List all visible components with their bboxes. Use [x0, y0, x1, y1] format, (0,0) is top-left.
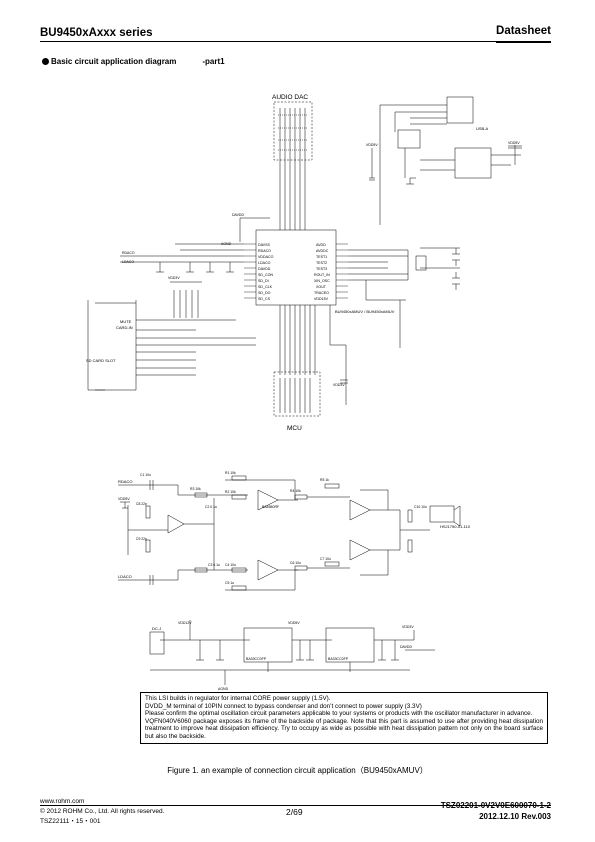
section-part: -part1 — [202, 57, 225, 66]
component-label: R5 1k — [320, 478, 329, 482]
dc-jack-label: DC-J — [152, 626, 161, 631]
svg-text:LDACO: LDACO — [122, 260, 134, 264]
svg-text:SD_CS: SD_CS — [258, 297, 271, 301]
svg-text:VDD3V: VDD3V — [168, 276, 180, 280]
headphone-jack — [429, 505, 455, 523]
main-chip — [255, 229, 337, 306]
doc-id: TSZ02201-0V2V0E600070-1-2 — [440, 801, 551, 810]
header-rule-accent — [496, 42, 551, 43]
application-notes: This LSI builds in regulator for interna… — [140, 692, 548, 744]
series-title: BU9450xAxxx series — [40, 27, 153, 39]
svg-text:RDACO: RDACO — [122, 251, 135, 255]
svg-text:HSJ1750-01-110: HSJ1750-01-110 — [440, 524, 471, 529]
svg-text:DAVSS: DAVSS — [258, 243, 271, 247]
svg-text:VDD3V: VDD3V — [333, 383, 345, 387]
component-label: C2 0.1u — [205, 505, 217, 509]
section-heading: Basic circuit application diagram -part1 — [42, 57, 225, 66]
svg-text:XIN_OSC: XIN_OSC — [314, 279, 330, 283]
component-label: C3 0.1u — [208, 563, 220, 567]
date-revision: 2012.12.10 Rev.003 — [479, 812, 551, 821]
component-label: R1 10k — [225, 471, 236, 475]
audio-dac-box — [273, 101, 313, 161]
svg-text:VDD3V: VDD3V — [402, 625, 414, 629]
footer-url[interactable]: www.rohm.com — [40, 798, 85, 805]
svg-text:TEST2: TEST2 — [316, 261, 327, 265]
component-label: C4 10u — [225, 563, 236, 567]
svg-text:DAVDD: DAVDD — [258, 267, 271, 271]
component-label: R2 10k — [225, 490, 236, 494]
svg-text:VDD5V: VDD5V — [366, 143, 378, 147]
svg-text:ROUT_IN: ROUT_IN — [314, 273, 330, 277]
note-line: DVDD_M terminal of 10PIN connect to bypa… — [145, 702, 422, 710]
regulator-u2 — [454, 147, 492, 179]
svg-text:VDD5V: VDD5V — [118, 497, 130, 501]
component-label: C8 22p — [136, 502, 147, 506]
footer-code: TSZ22111・15・001 — [40, 818, 101, 825]
svg-text:MUTE: MUTE — [120, 319, 132, 324]
svg-text:USB-A: USB-A — [476, 126, 489, 131]
doc-type: Datasheet — [496, 25, 551, 37]
svg-text:AVDDC: AVDDC — [316, 249, 329, 253]
note-line: VQFN040V6060 package exposes its frame o… — [145, 717, 543, 740]
svg-text:VDD15V: VDD15V — [314, 297, 329, 301]
footer-right: TSZ02201-0V2V0E600070-1-2 2012.12.10 Rev… — [441, 800, 551, 822]
chip-name: BU9450xAMUV / BU9450xAMUV — [335, 309, 395, 314]
svg-text:LDACO: LDACO — [118, 574, 132, 579]
svg-text:SD_CON: SD_CON — [258, 273, 273, 277]
mcu-box — [273, 371, 321, 417]
sd-card-slot-label: SD CARD SLOT — [86, 358, 116, 363]
section-title: Basic circuit application diagram — [51, 57, 177, 66]
component-label: C6 10u — [290, 561, 301, 565]
component-label: C7 10u — [320, 557, 331, 561]
svg-text:SD_DO: SD_DO — [258, 291, 271, 295]
footer-copyright: © 2012 ROHM Co., Ltd. All rights reserve… — [40, 808, 165, 815]
svg-text:VDD12V: VDD12V — [178, 621, 192, 625]
svg-text:BA4580RF: BA4580RF — [262, 505, 279, 509]
figure-caption: Figure 1. an example of connection circu… — [167, 766, 428, 775]
svg-text:SD_DI: SD_DI — [258, 279, 269, 283]
svg-text:TRACEO: TRACEO — [314, 291, 329, 295]
svg-text:SD_CLK: SD_CLK — [258, 285, 273, 289]
svg-text:BA33CC0FP: BA33CC0FP — [328, 657, 349, 661]
component-label: C9 22p — [136, 537, 147, 541]
svg-text:AVDD: AVDD — [316, 243, 326, 247]
svg-text:VDD5V: VDD5V — [508, 141, 520, 145]
svg-text:BA33CC0FP: BA33CC0FP — [246, 657, 267, 661]
svg-text:VDDACO: VDDACO — [258, 255, 274, 259]
svg-text:AGND: AGND — [218, 687, 229, 691]
svg-text:DAVDD: DAVDD — [400, 645, 412, 649]
footer-left: www.rohm.com © 2012 ROHM Co., Ltd. All r… — [40, 797, 164, 827]
note-line: Please confirm the optimal oscillation c… — [145, 710, 533, 718]
component-label: R4 10k — [290, 489, 301, 493]
mcu-label: MCU — [287, 425, 302, 432]
component-label: C1 10u — [140, 473, 151, 477]
component-label: C5 1u — [225, 581, 234, 585]
component-label: R3 10k — [190, 487, 201, 491]
svg-text:XOUT: XOUT — [316, 285, 327, 289]
svg-text:CARD-IN: CARD-IN — [116, 325, 133, 330]
svg-text:VDD5V: VDD5V — [288, 621, 300, 625]
usb-connector — [446, 96, 474, 124]
svg-text:AGND: AGND — [221, 242, 232, 246]
note-line: This LSI builds in regulator for interna… — [145, 695, 331, 702]
svg-text:RDACO: RDACO — [118, 479, 132, 484]
svg-text:TEST3: TEST3 — [316, 267, 327, 271]
component-label: C10 10u — [414, 505, 427, 509]
header-rule — [40, 41, 551, 42]
audio-dac-label: AUDIO DAC — [272, 94, 308, 101]
bullet-icon — [42, 58, 49, 65]
svg-text:TEST1: TEST1 — [316, 255, 327, 259]
svg-text:DAVDD: DAVDD — [232, 213, 244, 217]
svg-text:LDACO: LDACO — [258, 261, 271, 265]
page-number: 2/69 — [286, 807, 303, 817]
footer-rule — [40, 805, 551, 806]
svg-text:RDACO: RDACO — [258, 249, 271, 253]
